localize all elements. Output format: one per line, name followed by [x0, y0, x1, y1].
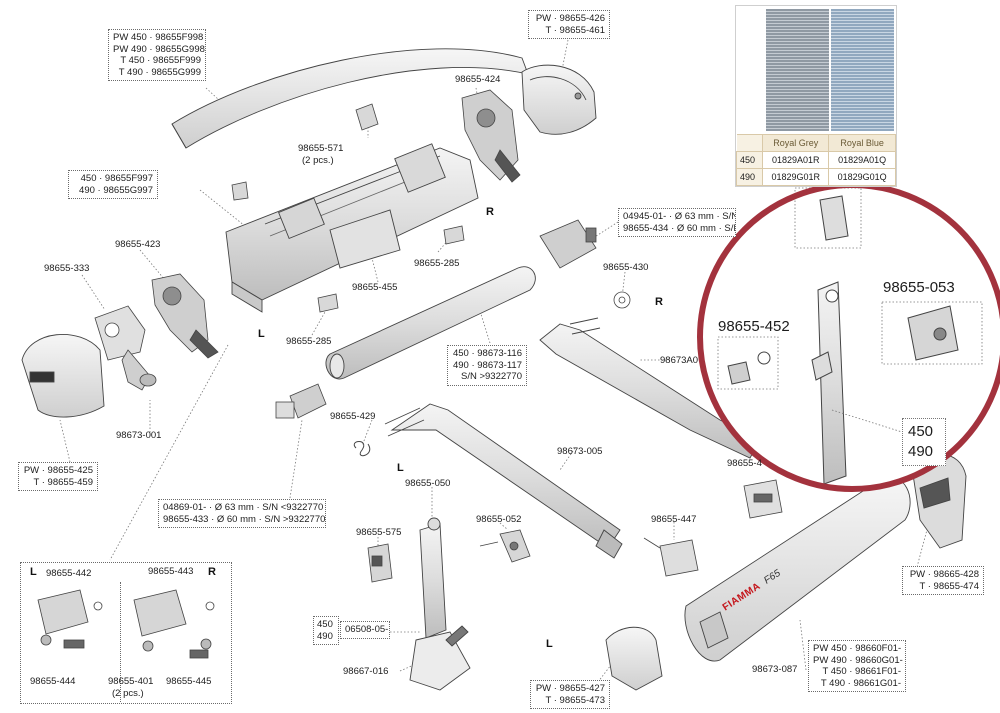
small-bracket-parts [231, 103, 465, 313]
part-label: 98655-445 [166, 676, 212, 687]
part-label: 98655-424 [455, 74, 501, 85]
part-label: 98655-447 [651, 514, 697, 525]
part-label: 98655-575 [356, 527, 402, 538]
side-marker: L [546, 638, 553, 650]
part-qty-label: (2 pcs.) [112, 688, 144, 699]
royal-grey-swatch [766, 9, 829, 131]
table-row: 490 01829G01R 01829G01Q [735, 168, 896, 186]
side-marker: L [30, 566, 37, 578]
fabric-swatch-panel: Royal Grey Royal Blue 450 01829A01R 0182… [735, 5, 897, 187]
side-marker: R [208, 566, 216, 578]
front-end-cap-428-part [911, 454, 967, 549]
end-cap-right-part [521, 64, 597, 135]
part-label: 98655-455 [352, 282, 398, 293]
fabric-code-table: Royal Grey Royal Blue 450 01829A01R 0182… [735, 134, 896, 186]
profile-code-box: 450 · 98655F997 490 · 98655G997 [68, 170, 158, 199]
zoom-part-label: 98655-452 [718, 318, 790, 335]
side-marker: L [397, 462, 404, 474]
arm-005-part [384, 403, 623, 559]
side-bracket-right-group [120, 582, 231, 702]
header-royal-blue: Royal Blue [828, 134, 896, 152]
part-label: 98655-333 [44, 263, 90, 274]
part-label: 98655-423 [115, 239, 161, 250]
spring-end-part [275, 219, 597, 419]
part-label: 98673-005 [557, 446, 603, 457]
part-label: 98655-052 [476, 514, 522, 525]
part-label: 98673-087 [752, 664, 798, 675]
side-marker: L [258, 328, 265, 340]
side-bracket-parts [37, 589, 215, 659]
gearbox-423-part [151, 273, 219, 359]
side-bracket-group [20, 562, 232, 704]
left-end-cap-part [21, 333, 105, 418]
zoom-inset-lens [697, 182, 1000, 492]
end-cap-428-code-box: PW · 98665-428 T · 98655-474 [902, 566, 984, 595]
part-label: 98655-4 [727, 458, 762, 469]
part-qty-label: (2 pcs.) [302, 155, 334, 166]
gearbox-424-part [461, 89, 521, 183]
roller-tube-part [325, 266, 536, 380]
part-label: 98655-444 [30, 676, 76, 687]
spring-end-434-code-box: 04945-01- · Ø 63 mm · S/N <9322770 98655… [618, 208, 736, 237]
part-label: 98655-443 [148, 566, 194, 577]
washer-430-part [613, 291, 631, 309]
part-label: 98655-285 [286, 336, 332, 347]
bracket-333-part [94, 305, 157, 391]
part-label: 98673A0 [660, 355, 699, 366]
end-cap-425-code-box: PW · 98655-425 T · 98655-459 [18, 462, 98, 491]
bracket-575-part [367, 543, 393, 583]
leg-size-box: 450 490 [313, 616, 339, 645]
part-label: 98655-571 [298, 143, 344, 154]
part-label: 98667-016 [343, 666, 389, 677]
rafter-bracket-part [743, 479, 783, 519]
spring-end-433-code-box: 04869-01- · Ø 63 mm · S/N <9322770 98655… [158, 499, 326, 528]
part-label: 98655-429 [330, 411, 376, 422]
spring-429-part [353, 441, 371, 457]
bracket-447-part [643, 537, 699, 577]
front-bar-code-box: PW 450 · 98660F01- PW 490 · 98660G01- T … [808, 640, 906, 692]
part-label: 98655-401 [108, 676, 154, 687]
zoom-part-label: 98655-053 [883, 279, 955, 296]
front-cover-code-box: PW 450 · 98655F998 PW 490 · 98655G998 T … [108, 29, 206, 81]
part-label: 98655-430 [603, 262, 649, 273]
side-marker: R [486, 206, 494, 218]
zoom-size-box: 450 490 [902, 418, 946, 466]
front-bar-part [684, 477, 911, 662]
main-profile-part [225, 143, 479, 313]
part-label: 98655-285 [414, 258, 460, 269]
leg-050-part [409, 517, 471, 691]
header-royal-grey: Royal Grey [762, 134, 830, 152]
front-end-cap-427-part [605, 626, 663, 691]
roller-tube-code-box: 450 · 98673-116 490 · 98673-117 S/N >932… [447, 345, 527, 386]
part-label: 98673-001 [116, 430, 162, 441]
end-cap-426-code-box: PW · 98655-426 T · 98655-461 [528, 10, 610, 39]
table-row: 450 01829A01R 01829A01Q [735, 151, 896, 169]
end-cap-427-code-box: PW · 98655-427 T · 98655-473 [530, 680, 610, 709]
part-label: 98655-050 [405, 478, 451, 489]
royal-blue-swatch [831, 9, 894, 131]
part-label: 98655-442 [46, 568, 92, 579]
side-marker: R [655, 296, 663, 308]
leg-code-box: 06508-05- [340, 621, 390, 639]
bracket-052-part [479, 529, 531, 563]
